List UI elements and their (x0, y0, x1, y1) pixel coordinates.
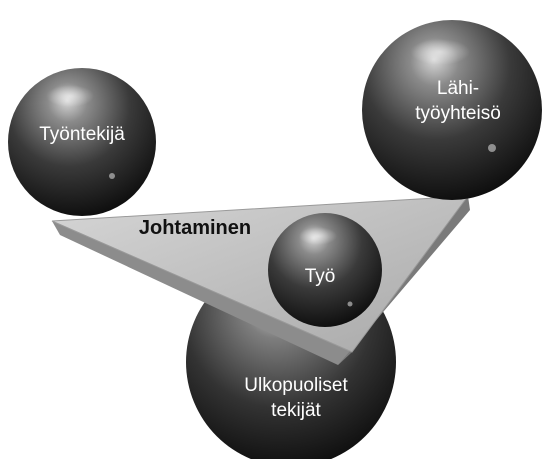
management-label: Johtaminen (139, 217, 251, 239)
work-sphere: Työ (268, 213, 382, 327)
external-factors-label-line2: tekijät (271, 400, 321, 421)
work-label: Työ (305, 266, 336, 287)
work-community-label-line1: Lähi- (437, 78, 479, 99)
work-community-label-line2: työyhteisö (415, 103, 501, 124)
employee-sphere: Työntekijä (8, 68, 156, 216)
employee-label: Työntekijä (39, 124, 125, 145)
work-community-sphere: Lähi- työyhteisö (362, 20, 542, 200)
external-factors-label-line1: Ulkopuoliset (244, 375, 348, 396)
